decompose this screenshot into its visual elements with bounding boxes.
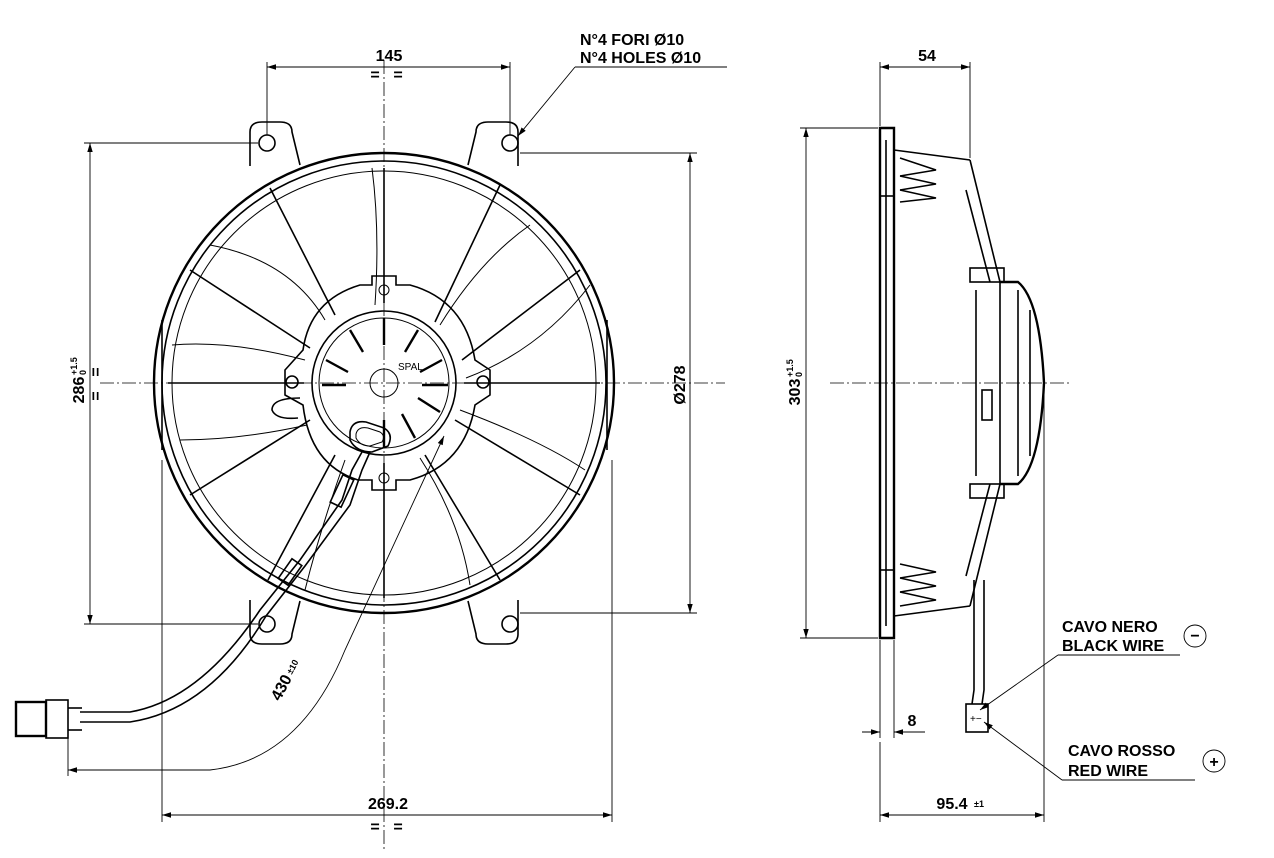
symmetry-mark: =: [370, 67, 379, 84]
mounting-hole: [501, 134, 519, 152]
symmetry-mark: =: [88, 367, 105, 376]
dim-cable-length: 430: [268, 672, 296, 704]
dim-height-tol-upper: +1.5: [785, 359, 795, 377]
symmetry-mark: =: [88, 391, 105, 400]
positive-symbol-icon: [1202, 749, 1226, 773]
dim-overall-width: 269.2: [368, 796, 408, 813]
symmetry-mark: =: [393, 67, 402, 84]
dim-tol-lower: 0: [78, 370, 88, 375]
negative-symbol: −: [1190, 628, 1199, 645]
shroud-spokes: [168, 168, 600, 598]
dim-cable-length-label: 430 ±10: [268, 658, 301, 704]
dim-height-tol-lower: 0: [794, 372, 804, 377]
shroud-flange: [878, 126, 896, 640]
brand-mark: SPAL: [398, 362, 423, 373]
negative-symbol-icon: [1183, 624, 1207, 648]
dim-diameter: Ø278: [672, 365, 689, 404]
wire-connector: [14, 699, 82, 739]
dim-tol-upper: +1.5: [69, 357, 79, 375]
mounting-hole: [501, 615, 519, 633]
black-wire-label-en: BLACK WIRE: [1062, 638, 1165, 655]
lug-fins: [880, 157, 937, 607]
dim-depth-bottom-tol: ±1: [974, 799, 984, 809]
mounting-hole: [258, 134, 276, 152]
svg-text:+−: +−: [970, 714, 982, 725]
dim-hole-spacing-vertical-label: 286 +1.5 0: [69, 357, 88, 403]
dim-depth-bottom: 95.4: [936, 796, 967, 813]
dim-height-label: 303 +1.5 0: [785, 359, 804, 405]
dim-cable-length-tol: ±10: [285, 658, 301, 676]
red-wire-label-it: CAVO ROSSO: [1068, 743, 1175, 760]
dim-depth-top: 54: [918, 48, 936, 65]
dim-flange: 8: [908, 713, 917, 730]
positive-symbol: +: [1209, 754, 1218, 771]
front-view: SPAL 145 = =: [14, 32, 727, 850]
symmetry-mark: =: [370, 819, 379, 836]
holes-note-en: N°4 HOLES Ø10: [580, 50, 701, 67]
side-view: +− 54 303 +1.5 0 8 95.4 ±1 CAVO NERO B: [785, 48, 1226, 822]
black-wire-label-it: CAVO NERO: [1062, 619, 1158, 636]
red-wire-label-en: RED WIRE: [1068, 763, 1148, 780]
motor-side: [969, 267, 1046, 499]
side-cable: +−: [965, 580, 989, 733]
dim-hole-spacing-horizontal: 145: [376, 48, 403, 65]
symmetry-mark: =: [393, 819, 402, 836]
side-connector: [965, 703, 989, 733]
holes-note-it: N°4 FORI Ø10: [580, 32, 684, 49]
dim-height: 303: [787, 379, 804, 406]
fan-blades: [171, 167, 591, 591]
dim-hole-spacing-vertical: 286: [71, 377, 88, 404]
